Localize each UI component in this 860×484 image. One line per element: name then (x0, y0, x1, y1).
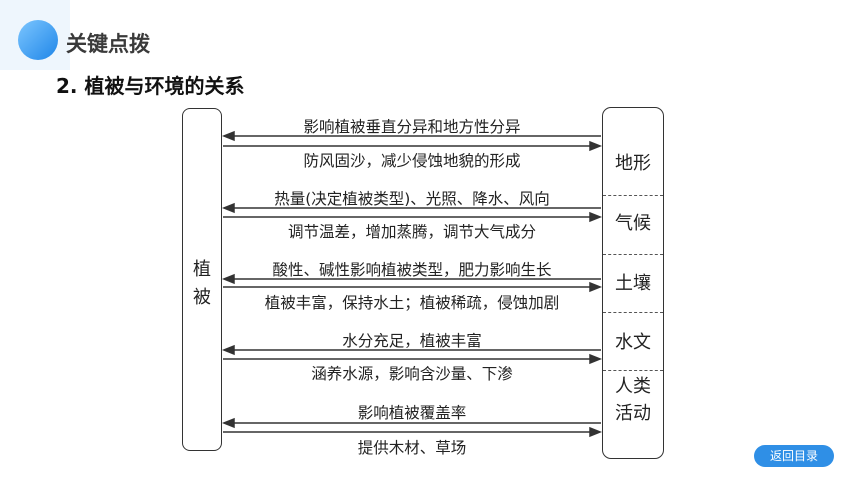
arrow-soil-to-vegetation (221, 273, 601, 285)
arrow-vegetation-to-human-activity (223, 426, 603, 438)
vegetation-terrain-effect-label: 防风固沙，减少侵蚀地貌的形成 (303, 152, 521, 170)
vegetation-box (182, 108, 222, 451)
vegetation-label-char: 植 (193, 259, 211, 280)
arrow-vegetation-to-terrain (223, 140, 603, 152)
factor-divider (603, 370, 663, 371)
return-to-contents-button[interactable]: 返回目录 (754, 445, 834, 467)
soil-influence-label: 酸性、碱性影响植被类型，肥力影响生长 (272, 261, 552, 279)
factor-human-activity-line2: 活动 (615, 403, 651, 424)
factor-hydrology: 水文 (615, 332, 651, 353)
arrow-human-activity-to-vegetation (221, 417, 601, 429)
vegetation-climate-effect-label: 调节温差，增加蒸腾，调节大气成分 (287, 223, 536, 241)
factor-divider (603, 254, 663, 255)
factor-divider (603, 195, 663, 196)
vegetation-hydrology-effect-label: 涵养水源，影响含沙量、下渗 (311, 365, 513, 383)
arrow-vegetation-to-climate (223, 211, 603, 223)
arrow-vegetation-to-hydrology (223, 353, 603, 365)
page-subtitle: 2. 植被与环境的关系 (56, 74, 245, 98)
vegetation-label-char: 被 (193, 287, 211, 308)
arrow-hydrology-to-vegetation (221, 344, 601, 356)
arrow-vegetation-to-soil (223, 281, 603, 293)
human-activity-influence-label: 影响植被覆盖率 (357, 404, 467, 422)
arrow-terrain-to-vegetation (221, 130, 601, 142)
factor-human-activity-line1: 人类 (615, 376, 651, 397)
vegetation-human-activity-effect-label: 提供木材、草场 (357, 439, 467, 457)
hydrology-influence-label: 水分充足，植被丰富 (342, 332, 482, 350)
factor-divider (603, 312, 663, 313)
factor-terrain: 地形 (615, 153, 651, 174)
section-title: 关键点拨 (66, 32, 150, 56)
environment-factors-box (602, 107, 664, 459)
factor-climate: 气候 (615, 213, 651, 234)
vegetation-soil-effect-label: 植被丰富，保持水土；植被稀疏，侵蚀加剧 (264, 294, 560, 312)
terrain-influence-label: 影响植被垂直分异和地方性分异 (303, 118, 521, 136)
arrow-climate-to-vegetation (221, 202, 601, 214)
climate-influence-label: 热量(决定植被类型)、光照、降水、风向 (274, 190, 550, 208)
factor-soil: 土壤 (615, 273, 651, 294)
